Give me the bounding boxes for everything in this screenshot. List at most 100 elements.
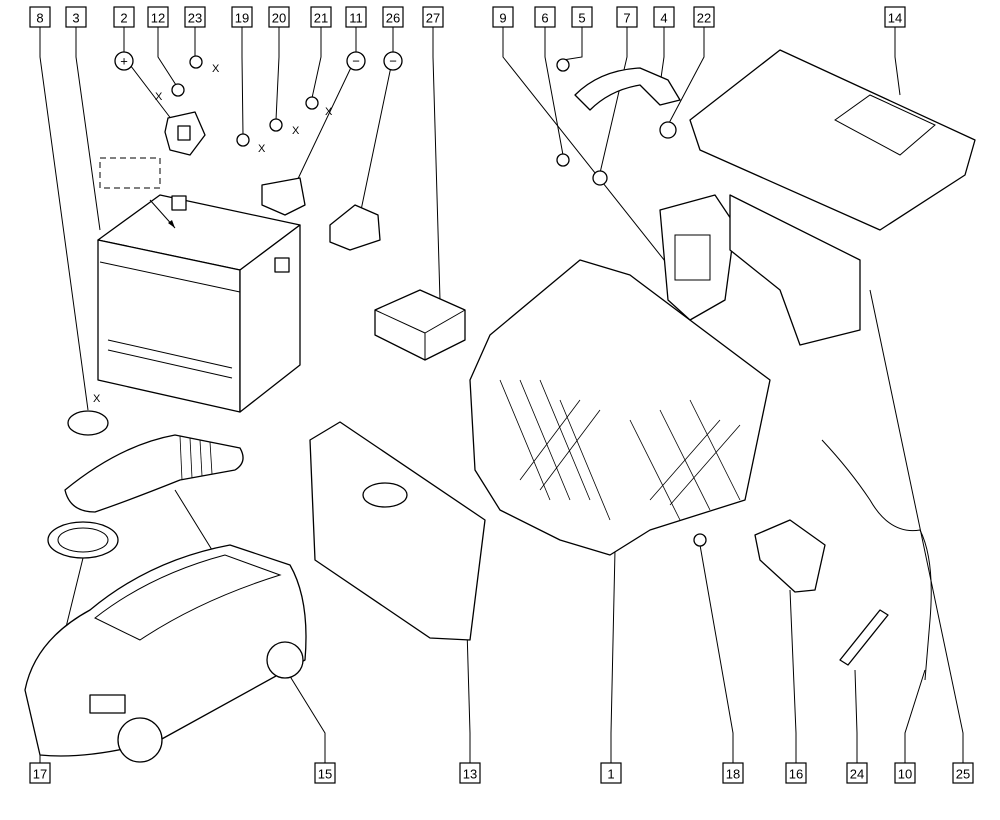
leader-line [311, 27, 322, 99]
battery-side-cover [309, 421, 486, 641]
leader-line [75, 27, 101, 231]
part-number: 11 [349, 11, 363, 26]
part-number: 25 [956, 767, 970, 782]
part-number: 19 [235, 11, 249, 26]
dimension-x: X [155, 91, 163, 103]
part-label-27: 27 [422, 6, 444, 28]
part-label-1: 1 [600, 762, 622, 784]
part-label-19: 19 [231, 6, 253, 28]
part-number: 5 [578, 11, 585, 26]
battery-sensor [329, 204, 381, 251]
part-number: 26 [386, 11, 400, 26]
negative-terminal-clamp [236, 96, 319, 216]
negative-symbol: − [389, 54, 397, 69]
leader-line [869, 289, 964, 763]
part-label-15: 15 [314, 762, 336, 784]
part-label-2: 2 [113, 6, 135, 28]
clip [693, 533, 707, 547]
part-number: 6 [541, 11, 548, 26]
part-number: 16 [789, 767, 803, 782]
leader-line [894, 27, 901, 96]
part-number: 13 [463, 767, 477, 782]
dimension-x: X [325, 106, 333, 118]
fuse-box [659, 194, 736, 321]
part-label-4: 4 [653, 6, 675, 28]
part-number: 18 [726, 767, 740, 782]
leader-line [544, 27, 564, 156]
electronic-module [374, 289, 466, 361]
leader-line [854, 669, 858, 763]
leader-line [157, 27, 177, 86]
cable-clip [839, 609, 889, 666]
part-label-5: 5 [571, 6, 593, 28]
dimension-x: X [292, 125, 300, 137]
part-number: 27 [426, 11, 440, 26]
leader-line [562, 27, 583, 61]
air-duct-elbow [754, 519, 826, 593]
support-bracket [574, 67, 681, 111]
negative-symbol: − [352, 54, 360, 69]
part-label-6: 6 [534, 6, 556, 28]
negative-symbol-icon-11: − [346, 51, 366, 71]
part-number: 1 [607, 767, 614, 782]
part-number: 24 [850, 767, 864, 782]
part-label-13: 13 [459, 762, 481, 784]
part-label-22: 22 [693, 6, 715, 28]
part-number: 8 [36, 11, 43, 26]
dimension-x: X [93, 393, 101, 405]
part-number: 15 [318, 767, 332, 782]
leader-line [502, 27, 681, 281]
part-label-3: 3 [65, 6, 87, 28]
part-label-23: 23 [184, 6, 206, 28]
part-number: 23 [188, 11, 202, 26]
part-number: 9 [499, 11, 506, 26]
part-label-21: 21 [310, 6, 332, 28]
part-label-24: 24 [846, 762, 868, 784]
positive-terminal-clamp [164, 55, 206, 156]
part-label-7: 7 [616, 6, 638, 28]
part-number: 2 [120, 11, 127, 26]
fuse-box-cover [689, 49, 976, 231]
part-label-14: 14 [884, 6, 906, 28]
leader-line [275, 27, 280, 121]
battery-cable [821, 439, 932, 681]
vehicle-location-illustration [24, 544, 307, 763]
battery [97, 157, 301, 413]
part-number: 14 [888, 11, 902, 26]
leader-line [789, 589, 797, 763]
part-number: 10 [898, 767, 912, 782]
part-number: 3 [72, 11, 79, 26]
part-label-16: 16 [785, 762, 807, 784]
screw [592, 170, 608, 186]
part-label-17: 17 [29, 762, 51, 784]
part-label-10: 10 [894, 762, 916, 784]
part-label-26: 26 [382, 6, 404, 28]
leader-line [904, 669, 926, 763]
positive-symbol: + [120, 54, 128, 69]
leader-line [241, 27, 244, 136]
part-label-20: 20 [268, 6, 290, 28]
part-label-11: 11 [345, 6, 367, 28]
part-label-12: 12 [147, 6, 169, 28]
dimension-x: X [212, 63, 220, 75]
fuse-box-bracket [729, 194, 861, 346]
air-intake-duct [64, 434, 244, 513]
negative-symbol-icon-26: − [383, 51, 403, 71]
leader-line [659, 27, 665, 86]
part-number: 17 [33, 767, 47, 782]
washer [556, 153, 570, 167]
part-number: 20 [272, 11, 286, 26]
part-label-8: 8 [29, 6, 51, 28]
leader-line [610, 549, 616, 763]
part-number: 7 [623, 11, 630, 26]
part-number: 4 [660, 11, 667, 26]
part-label-9: 9 [492, 6, 514, 28]
leader-line [699, 544, 734, 763]
part-label-18: 18 [722, 762, 744, 784]
bolt [556, 58, 570, 72]
part-number-labels: 8 3 2 12 23 19 20 21 11 26 27 9 6 5 7 4 22 14 17 15 13 1 18 16 2… [29, 6, 974, 784]
part-number: 21 [314, 11, 328, 26]
part-label-25: 25 [952, 762, 974, 784]
clamp-ring [67, 410, 109, 436]
